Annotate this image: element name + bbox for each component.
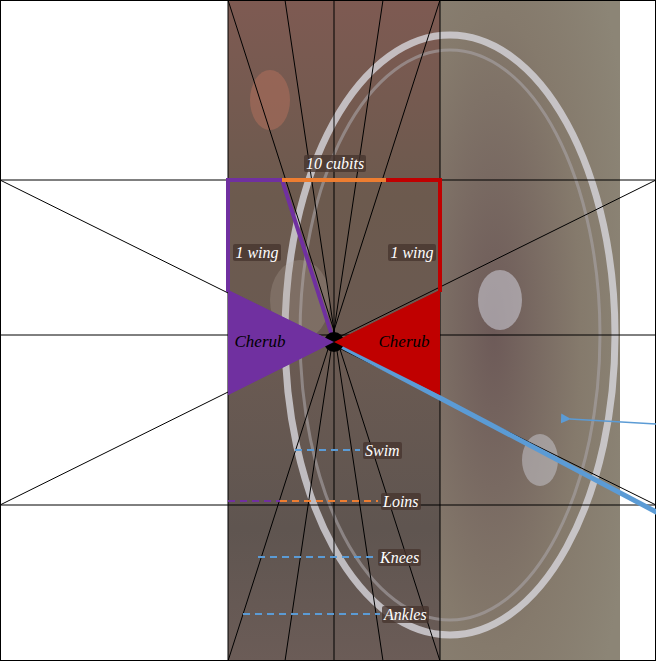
node-text: Cherub (377, 333, 432, 351)
level-label: Swim (363, 442, 402, 459)
wing-label: 1 wing (233, 244, 280, 261)
blue-pointer-line (334, 342, 656, 515)
level-label: Loins (381, 493, 421, 510)
cherub-node-purple: Cherub (228, 290, 334, 395)
triangle-fill (228, 290, 334, 395)
node-text: Cherub (233, 333, 288, 351)
dimension-label: 10 cubits (304, 155, 366, 172)
cherub-node-red: Cherub (334, 290, 440, 395)
wing-label: 1 wing (388, 244, 435, 261)
cherub-triangle-red (334, 290, 440, 395)
callout-arrow (570, 419, 656, 424)
level-dashes (228, 450, 380, 614)
triangle-fill (334, 290, 440, 395)
photo-background (228, 0, 620, 661)
level-label: Ankles (382, 606, 429, 623)
cherub-triangle-purple (228, 290, 334, 395)
level-label: Knees (378, 549, 421, 566)
